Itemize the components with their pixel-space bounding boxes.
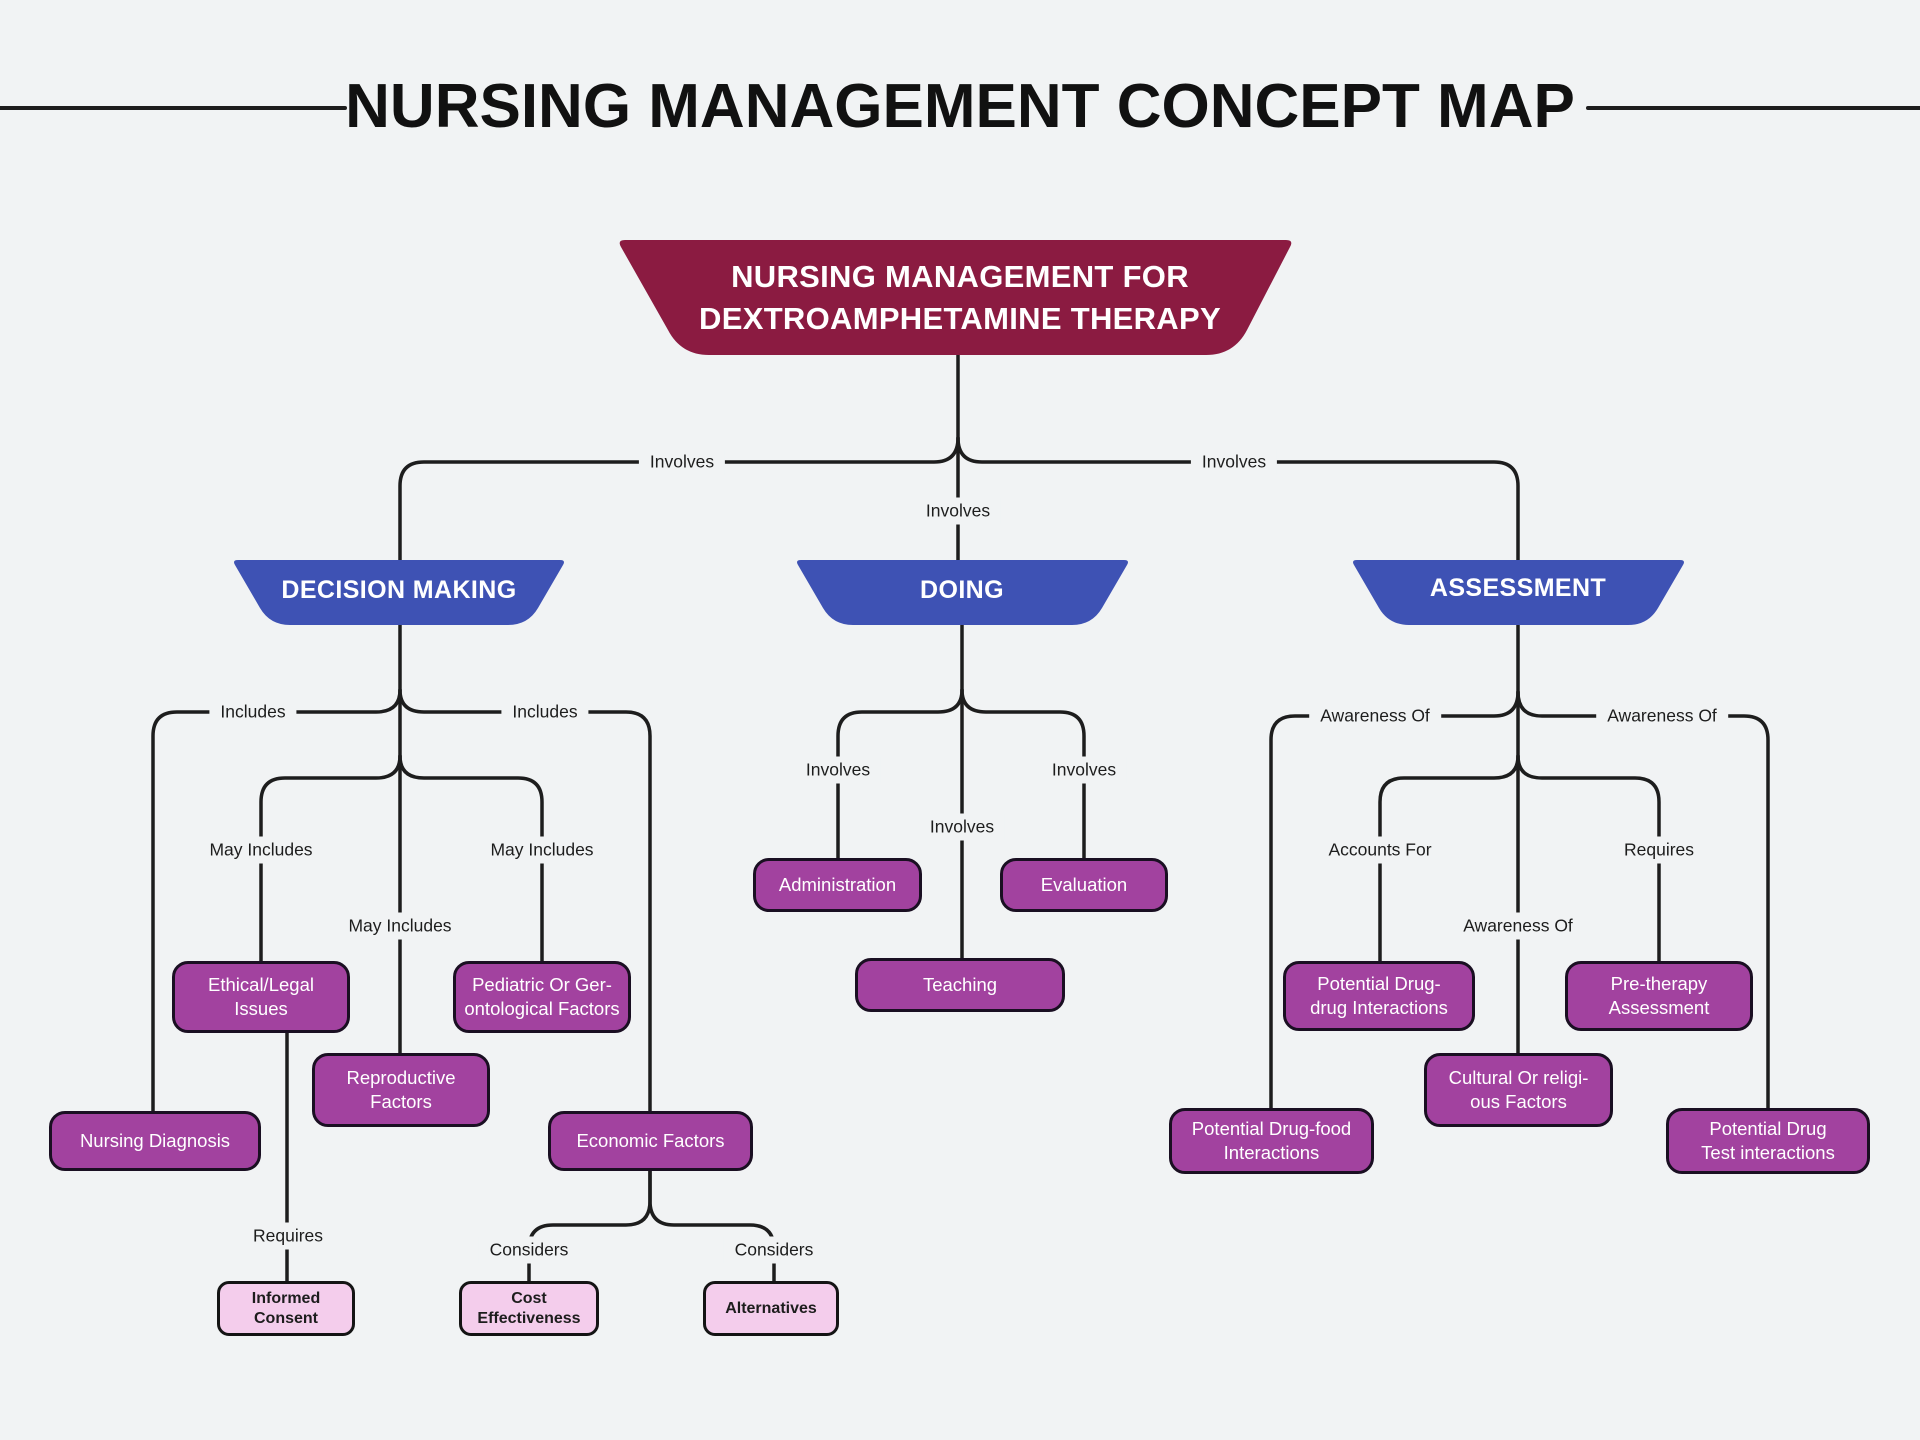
doing-trapezoid-shape [797,560,1128,625]
connector-dm-ethical [259,754,402,963]
connector-root-assessment [956,436,1520,562]
edge-label-may-includes-right: May Includes [479,836,605,864]
connector-root-decision [398,436,960,562]
node-pediatric-gerontological-factors: Pediatric Or Ger- ontological Factors [453,961,631,1033]
edge-label-involves-administration: Involves [794,756,882,784]
edge-label-may-includes-center: May Includes [337,912,463,940]
node-teaching: Teaching [855,958,1065,1012]
edge-label-awareness-left: Awareness Of [1309,702,1441,730]
node-reproductive-factors: Reproductive Factors [312,1053,490,1127]
node-cultural-religious-factors: Cultural Or religi- ous Factors [1424,1053,1613,1127]
connector-dm-nursing-diagnosis [151,688,402,1113]
connector-doing-evaluation [960,688,1086,860]
node-nursing-diagnosis: Nursing Diagnosis [49,1111,261,1171]
root-trapezoid-shape [619,240,1292,355]
connector-dm-pediatric [398,754,544,963]
assessment-node-label: ASSESSMENT [1429,574,1607,602]
root-node-label: NURSING MANAGEMENT FOR DEXTROAMPHETAMINE… [699,258,1221,336]
edge-label-root-decision: Involves [638,448,726,476]
connector-assessment-drug-food [1269,690,1520,1110]
node-cost-effectiveness: Cost Effectiveness [459,1281,599,1336]
node-administration: Administration [753,858,922,912]
connector-assessment-pre-therapy [1516,754,1661,963]
connector-doing-administration [836,688,964,860]
edge-label-awareness-center: Awareness Of [1452,912,1584,940]
connector-dm-economic [398,688,652,1113]
edge-label-requires-dm: Requires [241,1222,335,1250]
node-potential-drug-test-interactions: Potential Drug Test interactions [1666,1108,1870,1174]
connector-lines [0,106,1920,1283]
edge-label-may-includes-left: May Includes [198,836,324,864]
node-potential-drug-drug-interactions: Potential Drug- drug Interactions [1283,961,1475,1031]
edge-label-involves-teaching: Involves [918,813,1006,841]
page-title: NURSING MANAGEMENT CONCEPT MAP [345,71,1575,141]
connector-economic-cost [527,1169,652,1283]
edge-label-accounts-for: Accounts For [1317,836,1443,864]
doing-node-label: DOING [920,576,1004,604]
decision-making-trapezoid-shape [234,560,564,625]
edge-label-root-assessment: Involves [1190,448,1278,476]
edge-label-root-doing: Involves [914,497,1002,525]
connector-assessment-drug-drug [1378,754,1520,963]
node-economic-factors: Economic Factors [548,1111,753,1171]
assessment-trapezoid-shape [1353,560,1684,625]
node-pre-therapy-assessment: Pre-therapy Assessment [1565,961,1753,1031]
node-ethical-legal-issues: Ethical/Legal Issues [172,961,350,1033]
node-potential-drug-food-interactions: Potential Drug-food Interactions [1169,1108,1374,1174]
node-informed-consent: Informed Consent [217,1281,355,1336]
edge-label-considers-right: Considers [723,1236,825,1264]
node-alternatives: Alternatives [703,1281,839,1336]
edge-label-requires-assessment: Requires [1612,836,1706,864]
edge-label-awareness-right: Awareness Of [1596,702,1728,730]
connector-assessment-drug-test [1516,690,1770,1110]
node-evaluation: Evaluation [1000,858,1168,912]
edge-label-includes-right: Includes [501,698,589,726]
edge-label-involves-evaluation: Involves [1040,756,1128,784]
edge-label-considers-left: Considers [478,1236,580,1264]
decision-making-node-label: DECISION MAKING [281,576,517,604]
connector-economic-alternatives [648,1169,776,1283]
edge-label-includes-left: Includes [209,698,297,726]
